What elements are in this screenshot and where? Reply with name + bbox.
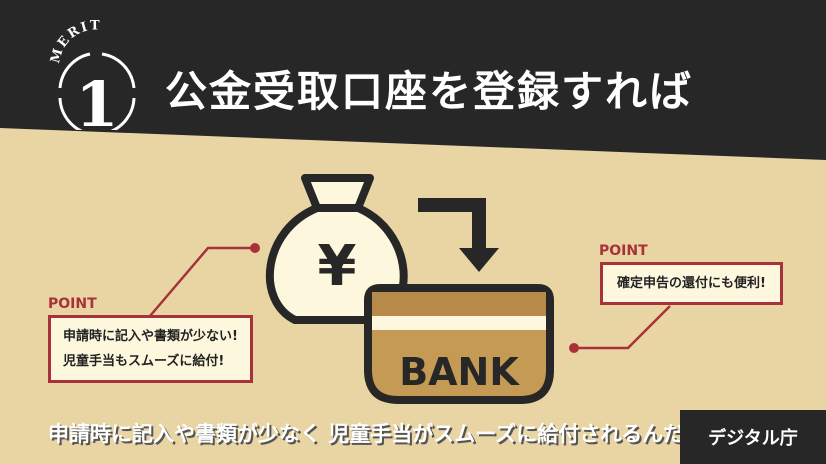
header-band <box>0 0 826 160</box>
caption: 申請時に記入や書類が少なく 児童手当がスムーズに給付されるんだ <box>48 422 685 446</box>
svg-text:1: 1 <box>75 68 118 130</box>
connector-dot <box>569 343 579 353</box>
arrow-down-icon <box>418 198 499 272</box>
agency-logo: デジタル庁 <box>680 410 826 464</box>
bank-label: BANK <box>399 350 520 394</box>
page-title: 公金受取口座を登録すれば <box>165 67 694 116</box>
bank-box-icon: BANK <box>364 284 554 404</box>
merit-badge: MERIT 1 <box>40 18 150 141</box>
right-connector-line <box>574 305 671 350</box>
point-box-left: 申請時に記入や書類が少ない! 児童手当もスムーズに給付! <box>48 315 253 383</box>
point-line: 申請時に記入や書類が少ない! <box>63 329 238 344</box>
yen-symbol: ¥ <box>318 234 357 299</box>
point-label: POINT <box>599 243 648 259</box>
point-line: 児童手当もスムーズに給付! <box>63 354 225 369</box>
point-label: POINT <box>48 296 97 312</box>
left-connector-line <box>149 246 255 317</box>
svg-text:MERIT: MERIT <box>48 20 102 65</box>
point-box-right: 確定申告の還付にも便利! <box>600 262 783 305</box>
connector-dot <box>250 243 260 253</box>
